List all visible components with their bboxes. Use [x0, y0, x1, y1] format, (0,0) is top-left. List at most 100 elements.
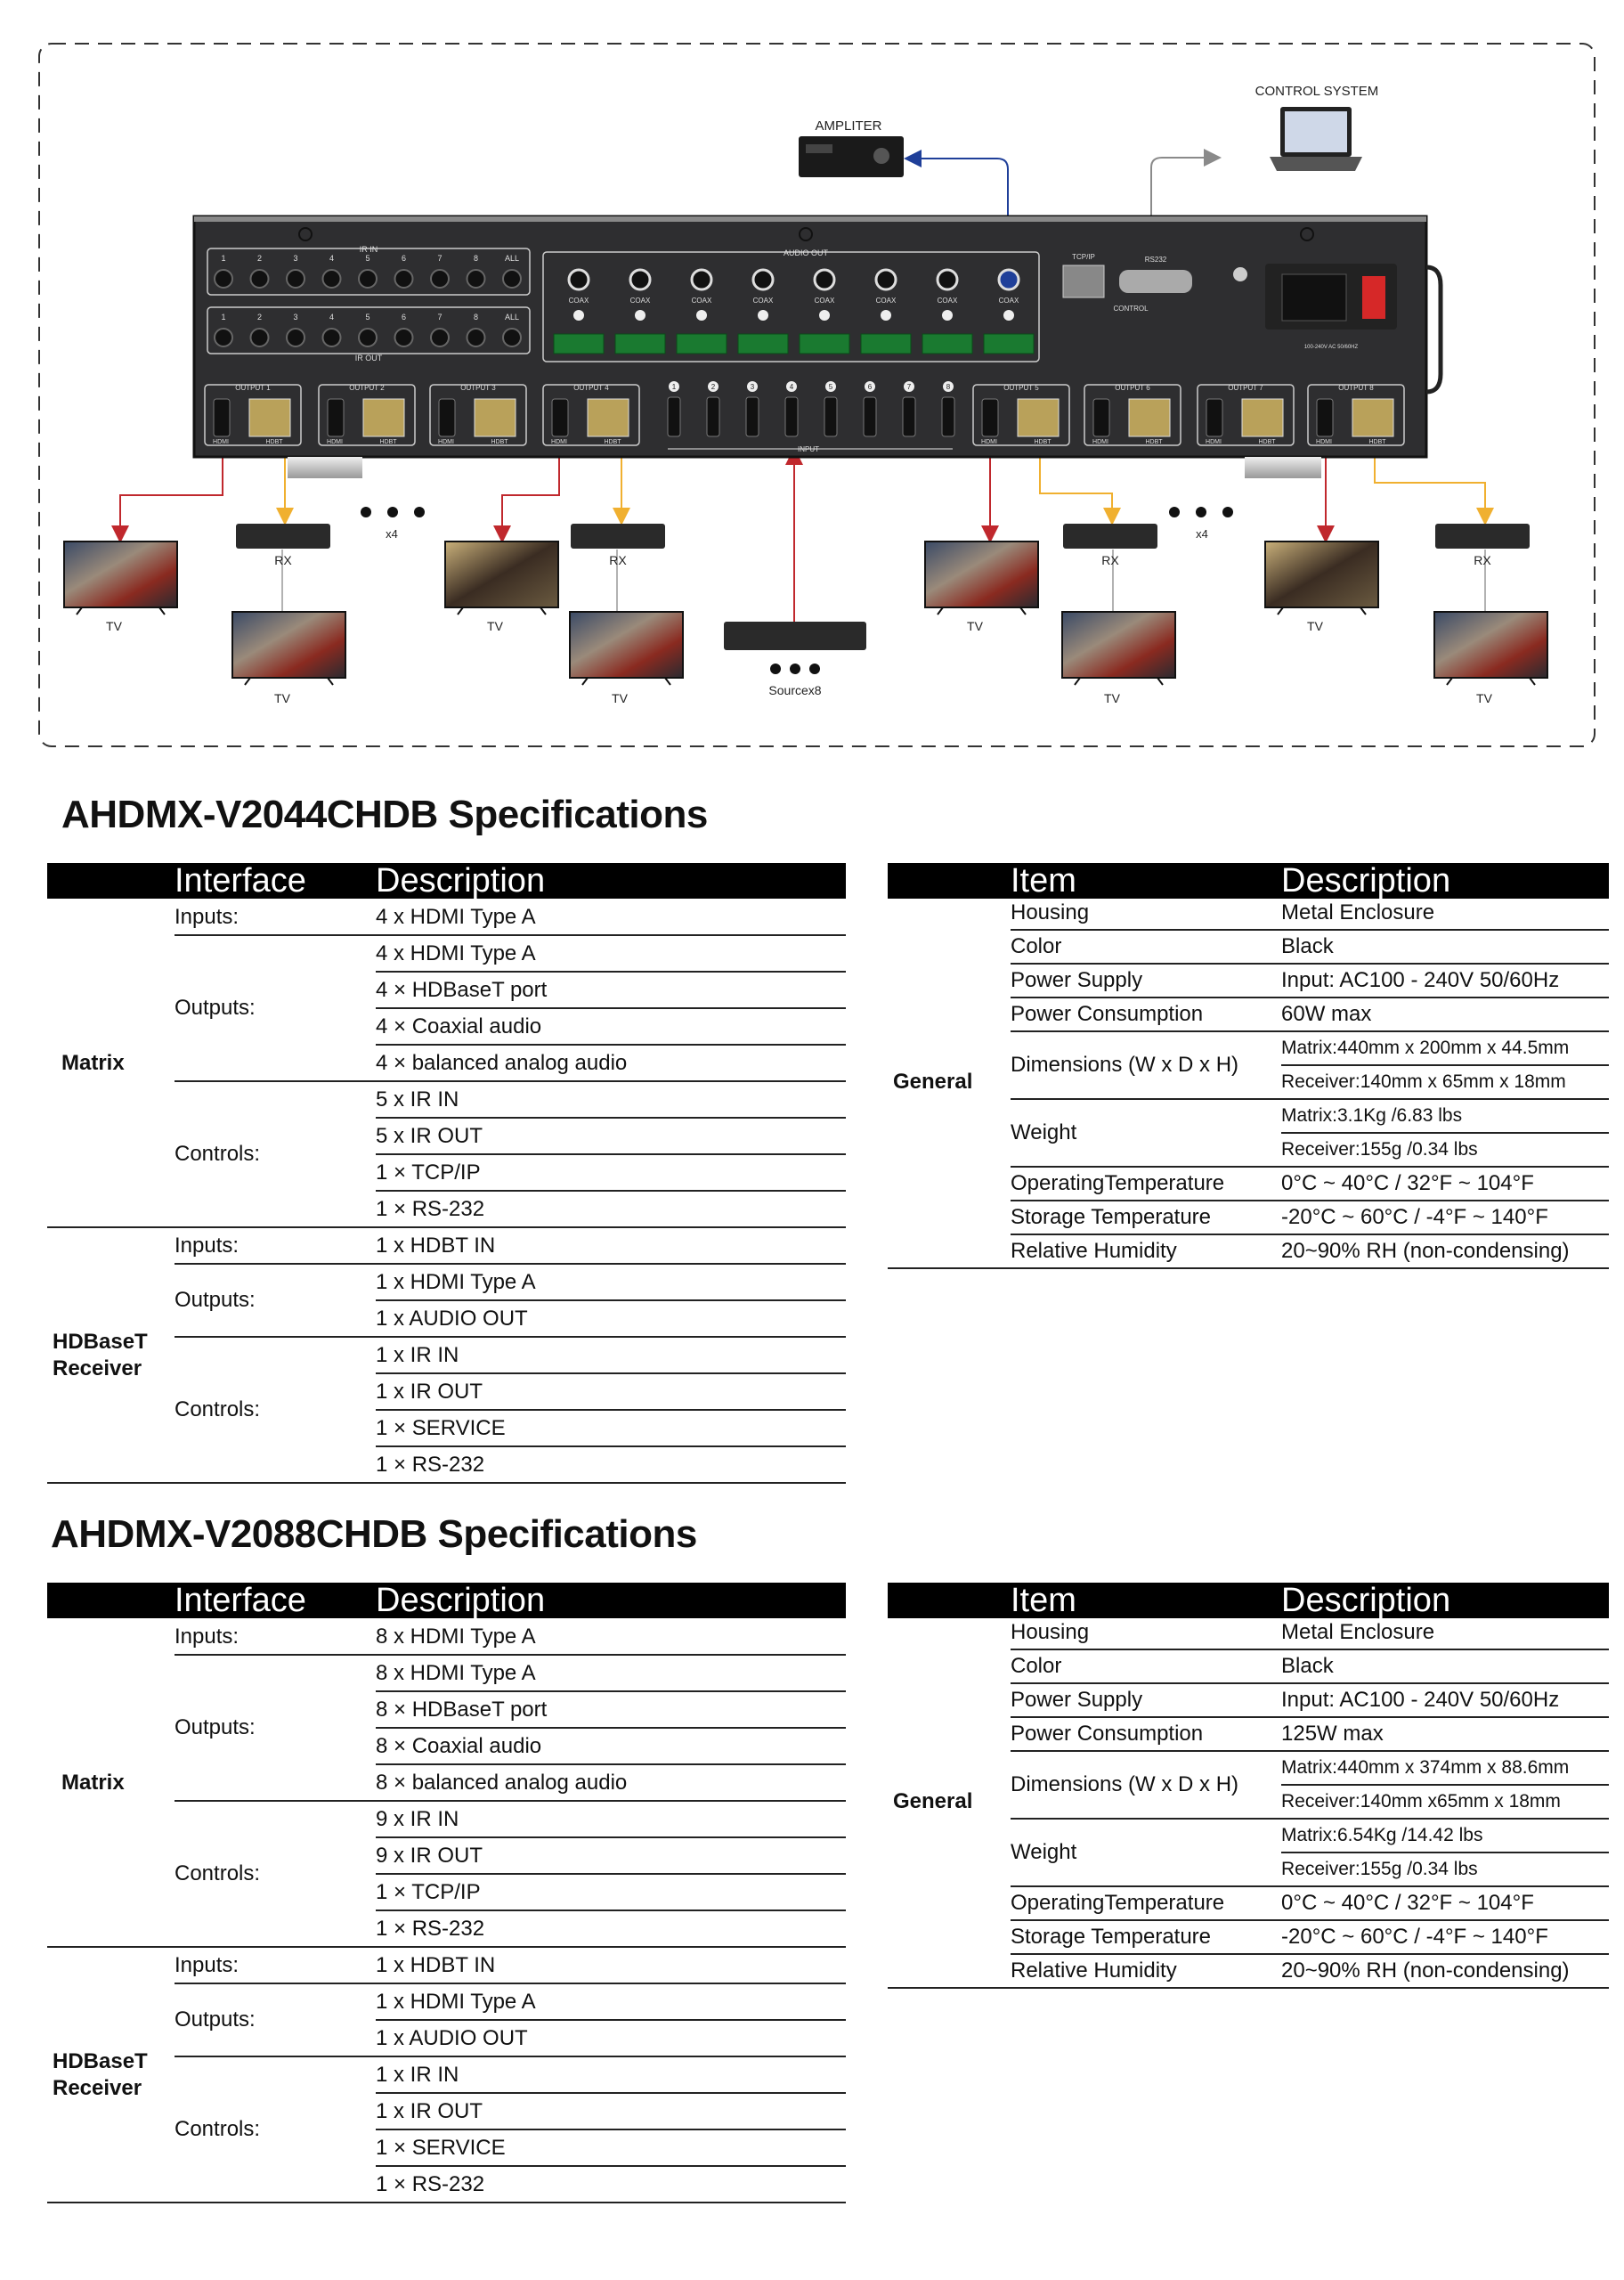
item-label: Housing [1011, 897, 1281, 931]
item-label: Dimensions (W x D x H) [1011, 1032, 1281, 1100]
hdmi-label: HDMI [438, 439, 454, 445]
ir-out-port-number: 2 [257, 313, 262, 322]
ir-out-jack [358, 328, 378, 347]
description-cell: 1 × RS-232 [376, 1911, 846, 1948]
item-label: Storage Temperature [1011, 1201, 1281, 1235]
hdmi-output-port [438, 398, 456, 437]
coax-label: COAX [753, 297, 774, 305]
audio-out-label: AUDIO OUT [784, 248, 829, 257]
input-number: 5 [829, 383, 833, 391]
diagram-border [38, 43, 1596, 747]
interface-label: Controls: [175, 1802, 376, 1948]
power-inlet [1281, 273, 1347, 322]
input-number: 3 [751, 383, 755, 391]
tv-stand [244, 677, 334, 686]
hdmi-input-port [941, 396, 955, 437]
description-cell: 1 x IR IN [376, 2057, 846, 2094]
hdbt-output-port [1017, 398, 1060, 437]
output-panel [1197, 384, 1295, 446]
input-number-badge [904, 381, 914, 392]
ir-in-port-number: 8 [474, 254, 478, 263]
description-cell: Matrix:440mm x 374mm x 88.6mm [1281, 1752, 1609, 1786]
tv-icon [1061, 611, 1176, 679]
interface-label: Controls: [175, 1082, 376, 1228]
amplifier-display [806, 144, 832, 153]
item-label: Storage Temperature [1011, 1921, 1281, 1955]
input-label: INPUT [798, 445, 819, 453]
hdbt-output-port [1128, 398, 1171, 437]
ir-in-panel [207, 248, 531, 296]
item-label: OperatingTemperature [1011, 1887, 1281, 1921]
tv-stand [1446, 677, 1536, 686]
screw-icon [799, 227, 813, 241]
group-label: HDBaseT Receiver [47, 1948, 175, 2203]
ir-in-port-number: 3 [293, 254, 297, 263]
terminal-block [614, 333, 666, 354]
description-cell: Metal Enclosure [1281, 897, 1609, 931]
description-cell: 1 × TCP/IP [376, 1155, 846, 1192]
rx-label: RX [274, 553, 292, 567]
output-label: OUTPUT 4 [573, 384, 609, 392]
ir-out-jack [466, 328, 486, 347]
description-cell: Matrix:3.1Kg /6.83 lbs [1281, 1100, 1609, 1134]
hdmi-input-port [824, 396, 838, 437]
coax-label: COAX [938, 297, 958, 305]
header-blank [888, 863, 1011, 899]
power-rating-label: 100-240V AC 50/60HZ [1304, 345, 1359, 350]
coax-label: COAX [876, 297, 897, 305]
ir-out-port-number: 1 [221, 313, 225, 322]
group-label: Matrix [47, 1619, 175, 1948]
item-label: Power Consumption [1011, 1718, 1281, 1752]
hdmi-output-port [213, 398, 231, 437]
hdmi-output-port [1316, 398, 1334, 437]
hdbt-output-port [587, 398, 629, 437]
tv-label: TV [487, 619, 504, 633]
description-cell: Matrix:6.54Kg /14.42 lbs [1281, 1820, 1609, 1853]
header-item: Item [1011, 1583, 1281, 1618]
hdmi-input-port [667, 396, 681, 437]
ir-out-jack [286, 328, 305, 347]
hdmi-output-port [1092, 398, 1110, 437]
tv-icon [924, 541, 1039, 608]
ir-in-port-number: 4 [329, 254, 334, 263]
device-handle [1425, 265, 1443, 395]
tv-label: TV [1476, 691, 1493, 705]
description-cell: 20~90% RH (non-condensing) [1281, 1235, 1609, 1269]
interface-label: Outputs: [175, 1265, 376, 1338]
laptop-base [1270, 157, 1362, 171]
hdmi-input-port [902, 396, 916, 437]
output-label: OUTPUT 6 [1115, 384, 1150, 392]
tv-stand [1074, 677, 1164, 686]
interface-label: Controls: [175, 1338, 376, 1484]
group-label: General [888, 897, 1011, 1269]
hdbt-label: HDBT [1034, 439, 1052, 445]
output-label: OUTPUT 7 [1228, 384, 1263, 392]
tv-stand [937, 607, 1027, 615]
spec1-title: AHDMX-V2044CHDB Specifications [61, 793, 708, 836]
tv-label: TV [1104, 691, 1121, 705]
audio-number-badge [1003, 310, 1014, 321]
tcpip-port [1062, 265, 1105, 298]
hdmi-label: HDMI [327, 439, 343, 445]
hdbt-label: HDBT [1145, 439, 1163, 445]
description-cell: 0°C ~ 40°C / 32°F ~ 104°F [1281, 1168, 1609, 1201]
description-cell: 125W max [1281, 1718, 1609, 1752]
hdbt-output-line [1374, 445, 1494, 525]
multiplier-label: x4 [386, 527, 398, 541]
hdmi-output-port [981, 398, 999, 437]
ir-in-port-number: ALL [505, 254, 519, 263]
hdmi-output-port [327, 398, 345, 437]
item-label: Power Supply [1011, 1684, 1281, 1718]
description-cell: 8 × balanced analog audio [376, 1765, 846, 1802]
output-panel [318, 384, 416, 446]
hdmi-input-port [706, 396, 720, 437]
description-cell: 1 x AUDIO OUT [376, 1301, 846, 1338]
ir-out-port-number: 3 [293, 313, 297, 322]
tv-icon [231, 611, 346, 679]
group-label: HDBaseT Receiver [47, 1228, 175, 1484]
ellipsis-dot [790, 664, 800, 674]
header-item: Item [1011, 863, 1281, 899]
ir-out-jack [214, 328, 233, 347]
ir-out-jack [394, 328, 414, 347]
